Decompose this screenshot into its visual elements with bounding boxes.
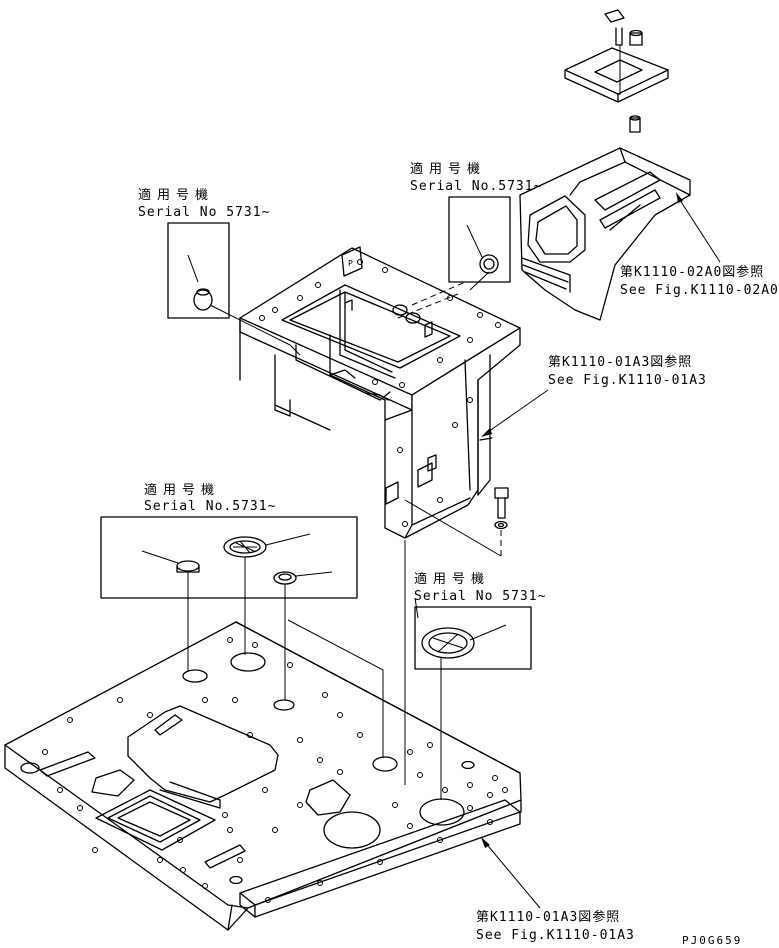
drawing-code: PJ0G659: [682, 934, 743, 947]
callout-middle-box: [100, 516, 358, 599]
bolt-and-washer: [404, 487, 509, 557]
callout-middle-title: 適用号機: [144, 483, 221, 498]
console-cover: [519, 147, 691, 321]
callout-top-serial: Serial No.5731~: [410, 179, 543, 194]
ref-console-en: See Fig.K1110-02A0: [620, 283, 779, 298]
callout-bottom-right-box: [414, 606, 532, 670]
callout-bottom-right-serial: Serial No 5731~: [414, 589, 547, 604]
leader-lines: [187, 271, 490, 800]
lever-parts: [564, 9, 669, 133]
ref-console-ja: 第K1110-02A0図参照: [620, 265, 765, 280]
p-mark: P: [348, 259, 353, 268]
ref-floor-ja: 第K1110-01A3図参照: [476, 910, 621, 925]
callout-bottom-right-title: 適用号機: [414, 572, 491, 587]
operator-stand: P: [239, 246, 521, 539]
reference-arrows: [414, 192, 721, 909]
ref-floor-en: See Fig.K1110-01A3: [476, 928, 635, 943]
floor-plate: [4, 621, 522, 931]
callout-left-box: [167, 222, 291, 346]
callout-left-title: 適用号機: [138, 188, 215, 203]
callout-top-box: [448, 196, 511, 283]
callout-middle-serial: Serial No.5731~: [144, 499, 277, 514]
callout-top-title: 適用号機: [410, 162, 487, 177]
ref-stand-en: See Fig.K1110-01A3: [548, 373, 707, 388]
ref-stand-ja: 第K1110-01A3図参照: [548, 355, 693, 370]
callout-left-serial: Serial No 5731~: [138, 205, 271, 220]
